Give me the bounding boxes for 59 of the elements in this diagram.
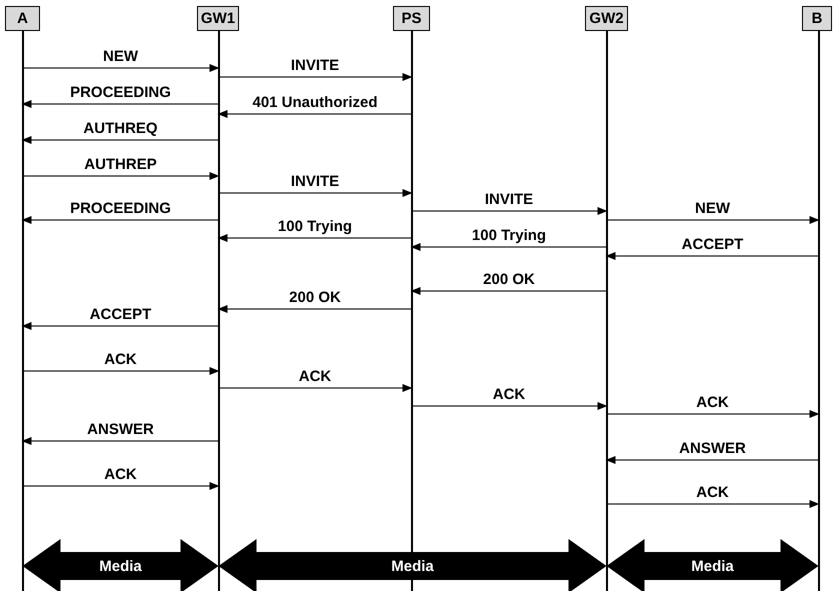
edge-label: NEW — [695, 201, 730, 216]
edge-label: ACK — [104, 467, 137, 482]
edge-label: ACCEPT — [90, 307, 152, 322]
edge-label: AUTHREP — [84, 157, 157, 172]
message-arrow — [22, 216, 219, 224]
edge-label: INVITE — [484, 192, 534, 207]
message-arrow — [218, 189, 412, 197]
participant-box: PS — [393, 6, 430, 31]
message-arrow — [606, 456, 819, 464]
edge-label: Media — [99, 558, 142, 574]
message-arrow — [606, 216, 820, 224]
message-arrow — [22, 367, 220, 375]
message-arrow — [410, 243, 607, 251]
edge-label: AUTHREQ — [83, 121, 158, 136]
message-arrow — [410, 287, 607, 295]
message-arrow — [22, 136, 219, 144]
participant-box: A — [5, 6, 40, 31]
edge-label: INVITE — [290, 174, 340, 189]
edge-label: INVITE — [290, 58, 340, 73]
edge-label: 200 OK — [289, 290, 341, 305]
message-arrow — [606, 252, 819, 260]
edge-label: PROCEEDING — [70, 201, 171, 216]
edge-label: ACK — [696, 395, 729, 410]
edge-label: ACK — [492, 387, 526, 402]
edge-label: ACK — [696, 485, 729, 500]
message-arrow — [22, 482, 220, 490]
participant-box: B — [802, 6, 832, 31]
message-arrow — [22, 322, 219, 330]
message-arrow — [218, 110, 412, 118]
message-arrow — [218, 234, 412, 242]
message-arrow — [22, 437, 219, 445]
message-arrow — [411, 402, 608, 410]
edge-label: ACK — [298, 369, 332, 384]
edge-label: Media — [691, 558, 734, 574]
edge-label: ANSWER — [679, 441, 746, 456]
message-arrow — [218, 384, 412, 392]
message-arrow — [22, 172, 220, 180]
message-arrow — [606, 500, 820, 508]
edge-label: ACK — [104, 352, 137, 367]
edge-label: 200 OK — [483, 272, 535, 287]
message-arrow — [22, 64, 220, 72]
edge-label: ACCEPT — [682, 237, 744, 252]
edge-label: 401 Unauthorized — [252, 95, 378, 110]
double-arrow — [606, 539, 818, 591]
edge-label: PROCEEDING — [70, 85, 171, 100]
participant-box: GW1 — [197, 6, 239, 31]
edge-label: Media — [391, 558, 434, 574]
message-arrow — [606, 410, 820, 418]
participant-box: GW2 — [585, 6, 628, 31]
double-arrow — [218, 539, 606, 591]
double-arrow — [22, 539, 218, 591]
edge-label: NEW — [103, 49, 138, 64]
edge-label: 100 Trying — [278, 219, 352, 234]
message-arrow — [218, 305, 412, 313]
message-arrow — [411, 207, 608, 215]
edge-label: ANSWER — [87, 422, 154, 437]
message-arrow — [22, 100, 219, 108]
message-arrow — [218, 73, 412, 81]
edge-label: 100 Trying — [472, 228, 546, 243]
